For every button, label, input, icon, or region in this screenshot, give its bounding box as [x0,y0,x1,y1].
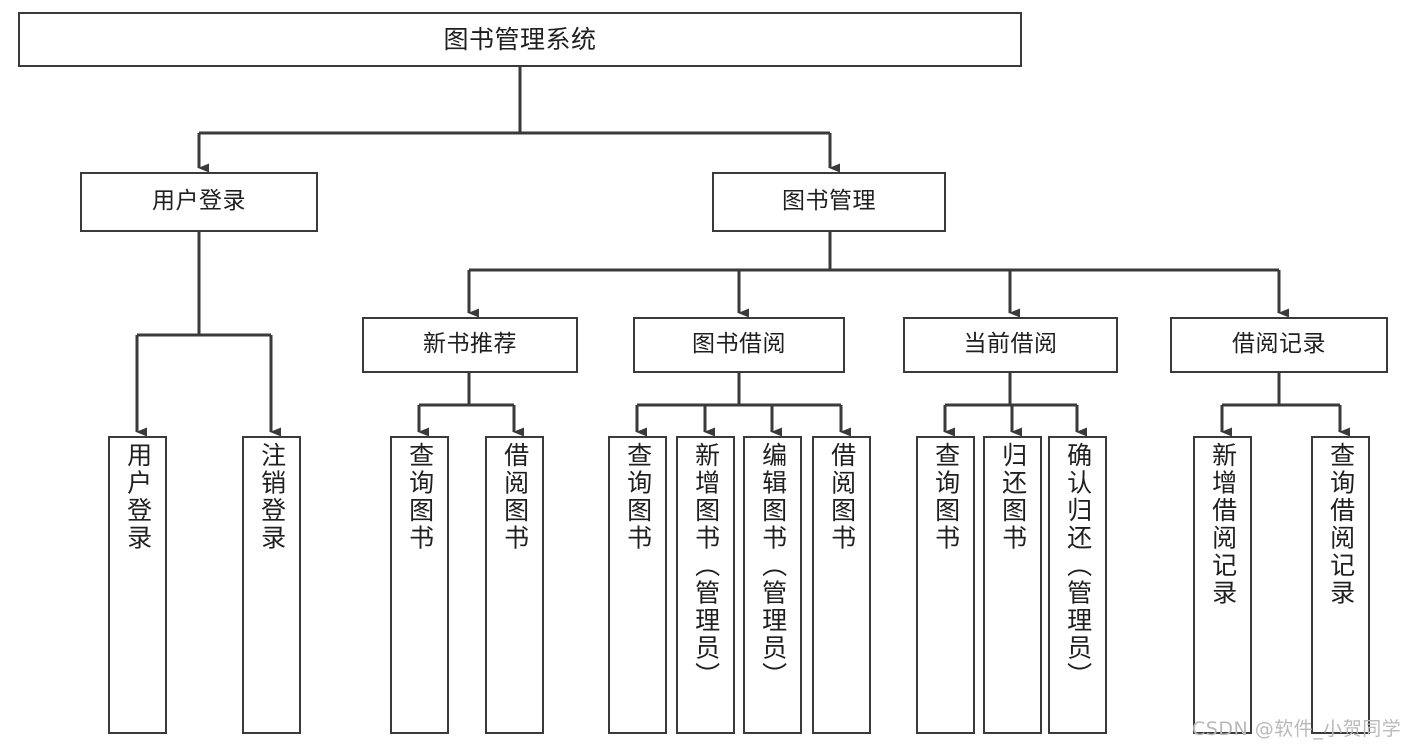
node-leaf-borrow-book-2[interactable]: 借阅图书 [812,436,871,734]
node-label: 查询图书 [931,442,961,552]
node-leaf-add-record[interactable]: 新增借阅记录 [1193,436,1252,734]
node-leaf-logout[interactable]: 注销登录 [242,436,301,734]
node-label: 编辑图书（管理员） [758,442,788,690]
node-label: 当前借阅 [963,331,1058,358]
node-book-manage[interactable]: 图书管理 [712,172,946,232]
node-leaf-query-record[interactable]: 查询借阅记录 [1311,436,1370,734]
node-leaf-query-book-2[interactable]: 查询图书 [608,436,667,734]
node-label: 借阅图书 [500,442,530,552]
node-label: 归还图书 [998,442,1028,552]
node-label: 借阅图书 [827,442,857,552]
node-book-borrow[interactable]: 图书借阅 [633,317,845,373]
node-leaf-query-book-1[interactable]: 查询图书 [390,436,449,734]
node-label: 查询图书 [405,442,435,552]
node-label: 新增借阅记录 [1208,442,1238,607]
node-current-borrow[interactable]: 当前借阅 [903,317,1118,373]
node-label: 新增图书（管理员） [691,442,721,690]
node-user-login[interactable]: 用户登录 [80,172,318,232]
node-label: 图书管理 [782,188,876,215]
node-new-book-recommend[interactable]: 新书推荐 [362,317,578,373]
node-leaf-query-book-3[interactable]: 查询图书 [916,436,975,734]
csdn-watermark: CSDN @软件_小贺同学 [1192,718,1402,740]
node-label: 查询借阅记录 [1326,442,1356,607]
node-label: 确认归还（管理员） [1063,442,1093,690]
node-root-system[interactable]: 图书管理系统 [18,12,1022,67]
node-leaf-confirm-return[interactable]: 确认归还（管理员） [1048,436,1107,734]
node-label: 注销登录 [257,442,287,552]
node-label: 图书借阅 [692,331,786,358]
node-label: 借阅记录 [1232,331,1326,358]
node-borrow-record[interactable]: 借阅记录 [1170,317,1388,373]
node-label: 用户登录 [123,442,153,552]
node-leaf-user-login[interactable]: 用户登录 [108,436,167,734]
node-label: 新书推荐 [423,331,517,358]
node-leaf-edit-book[interactable]: 编辑图书（管理员） [743,436,802,734]
node-label: 用户登录 [152,188,246,215]
node-label: 图书管理系统 [443,24,597,54]
node-leaf-borrow-book-1[interactable]: 借阅图书 [485,436,544,734]
node-label: 查询图书 [623,442,653,552]
node-leaf-return-book[interactable]: 归还图书 [983,436,1042,734]
node-leaf-add-book[interactable]: 新增图书（管理员） [676,436,735,734]
